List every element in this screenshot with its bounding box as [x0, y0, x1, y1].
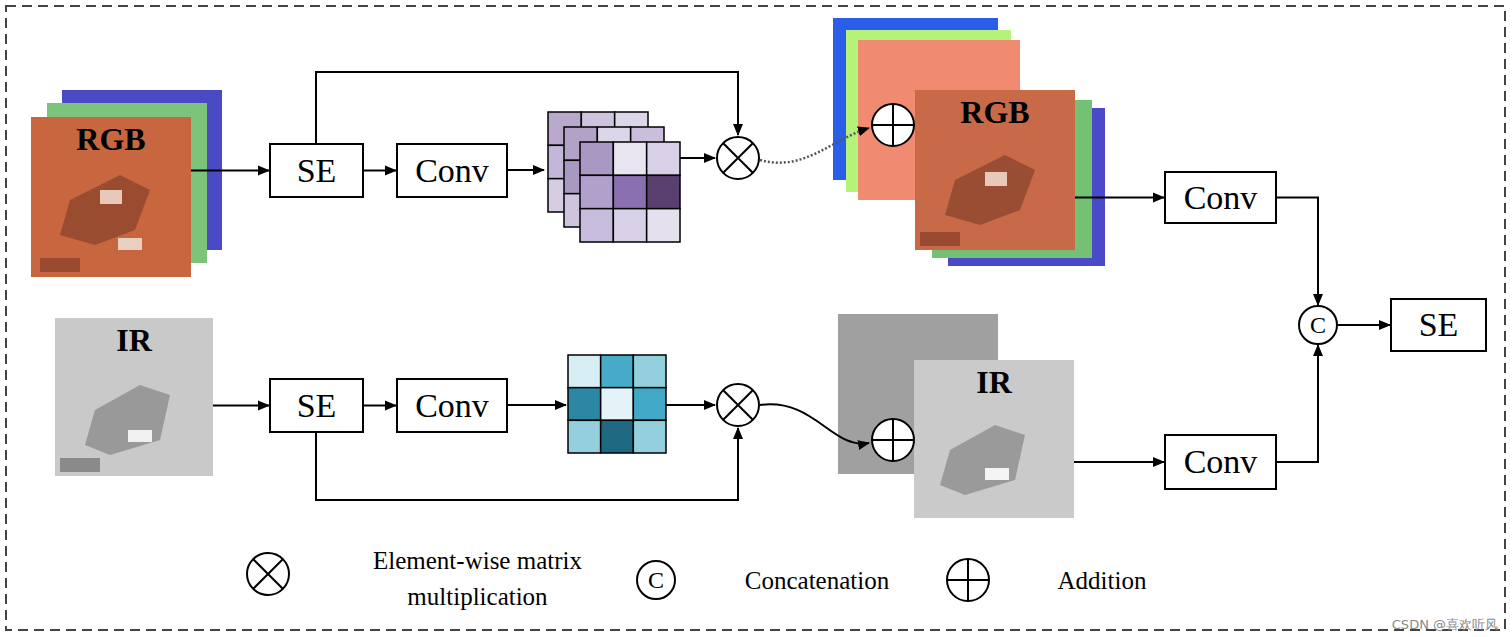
- ir-image: IR: [55, 318, 213, 476]
- aerial-detail: [118, 238, 142, 250]
- ir-output-image: [838, 314, 1074, 518]
- legend-text: Concatenation: [722, 563, 912, 599]
- node-label: Conv: [1184, 181, 1258, 215]
- node-label: C: [1310, 313, 1326, 337]
- rgb-output-image: [833, 18, 1105, 266]
- curved-arrow: [760, 128, 869, 163]
- kernel-cell: [647, 142, 680, 175]
- curved-arrow: [760, 404, 869, 443]
- se-box: SE: [1390, 298, 1487, 352]
- aerial-detail: [940, 425, 1025, 495]
- aerial-detail: [40, 258, 80, 272]
- connector-arrow: [191, 170, 269, 172]
- red-channel: [915, 90, 1075, 250]
- kernel-cell: [580, 209, 613, 242]
- aerial-detail: [128, 430, 152, 442]
- kernel-cell: [633, 355, 666, 388]
- aerial-detail: [985, 172, 1007, 186]
- node-label: SE: [297, 389, 337, 423]
- aerial-detail: [920, 232, 960, 246]
- rgb-image: RGB: [915, 90, 1075, 250]
- kernel-cell: [601, 420, 634, 453]
- kernel-cell: [633, 420, 666, 453]
- multiply-symbol: [717, 137, 759, 179]
- kernel-cell: [613, 209, 646, 242]
- node-label: Conv: [1184, 445, 1258, 479]
- addition-symbol: [872, 104, 914, 146]
- conv-box: Conv: [1164, 171, 1277, 224]
- conv-box: Conv: [396, 143, 508, 198]
- legend-text: Element-wise matrix multiplication: [335, 543, 620, 616]
- kernel-cell: [613, 175, 646, 208]
- connector-arrow: [364, 170, 396, 172]
- node-label: RGB: [31, 117, 191, 155]
- arrow-line: [508, 169, 544, 171]
- arrow-line: [680, 157, 715, 159]
- ir-image: [55, 318, 213, 476]
- skip-line: [316, 72, 738, 143]
- kernel-cell: [601, 388, 634, 421]
- kernel-cell: [613, 142, 646, 175]
- ir-image: [914, 360, 1074, 518]
- multiply-symbol: [717, 384, 759, 426]
- legend-text: Addition: [1032, 563, 1172, 599]
- aerial-detail: [85, 385, 170, 455]
- conv-box: Conv: [396, 378, 508, 433]
- aerial-detail: [985, 468, 1009, 480]
- concat-circle: C: [1298, 305, 1338, 345]
- addition-symbol: [872, 419, 914, 461]
- kernel-cell: [580, 142, 613, 175]
- ir-input-image: [55, 318, 213, 476]
- connector-arrow: [1338, 324, 1390, 326]
- legend-addition-symbol: [947, 559, 989, 601]
- connector-arrow: [1277, 198, 1318, 306]
- legend-multiply-symbol: [247, 553, 289, 595]
- kernel-cell: [580, 175, 613, 208]
- arrow-line: [666, 404, 715, 406]
- se-box: SE: [269, 143, 364, 198]
- node-label: IR: [55, 318, 213, 356]
- node-label: RGB: [915, 90, 1075, 128]
- arrow-line: [508, 404, 566, 406]
- kernel-grid: [580, 142, 680, 242]
- skip-line: [316, 428, 738, 500]
- node-label: IR: [914, 360, 1074, 398]
- se-box: SE: [269, 378, 364, 433]
- node-label: SE: [1419, 308, 1459, 342]
- aerial-detail: [60, 458, 100, 472]
- aerial-detail: [100, 190, 122, 204]
- red-channel: [31, 117, 191, 277]
- kernel-grids: [548, 112, 680, 453]
- dashed-frame: [6, 6, 1505, 630]
- kernel-cell: [568, 355, 601, 388]
- ir-image: IR: [914, 360, 1074, 518]
- connector-arrow: [213, 405, 269, 407]
- kernel-cell: [568, 420, 601, 453]
- kernel-cell: [647, 209, 680, 242]
- kernel-grid: [568, 355, 666, 453]
- rgb-image: RGB: [31, 117, 191, 277]
- kernel-cell: [647, 175, 680, 208]
- conv-box: Conv: [1164, 434, 1277, 490]
- node-label: SE: [297, 154, 337, 188]
- rgb-input-image: [31, 90, 222, 277]
- watermark: CSDN @喜欢听风: [1392, 616, 1498, 634]
- node-label: Conv: [415, 154, 489, 188]
- connector-arrow: [1075, 197, 1164, 199]
- kernel-cell: [568, 388, 601, 421]
- kernel-cell: [601, 355, 634, 388]
- connector-arrow: [1074, 461, 1164, 463]
- connector-arrow: [1277, 345, 1318, 462]
- kernel-cell: [633, 388, 666, 421]
- aerial-detail: [60, 175, 150, 245]
- legend-concat-symbol: C: [636, 560, 676, 600]
- aerial-detail: [945, 155, 1035, 225]
- node-label: Conv: [415, 389, 489, 423]
- connector-arrow: [364, 405, 396, 407]
